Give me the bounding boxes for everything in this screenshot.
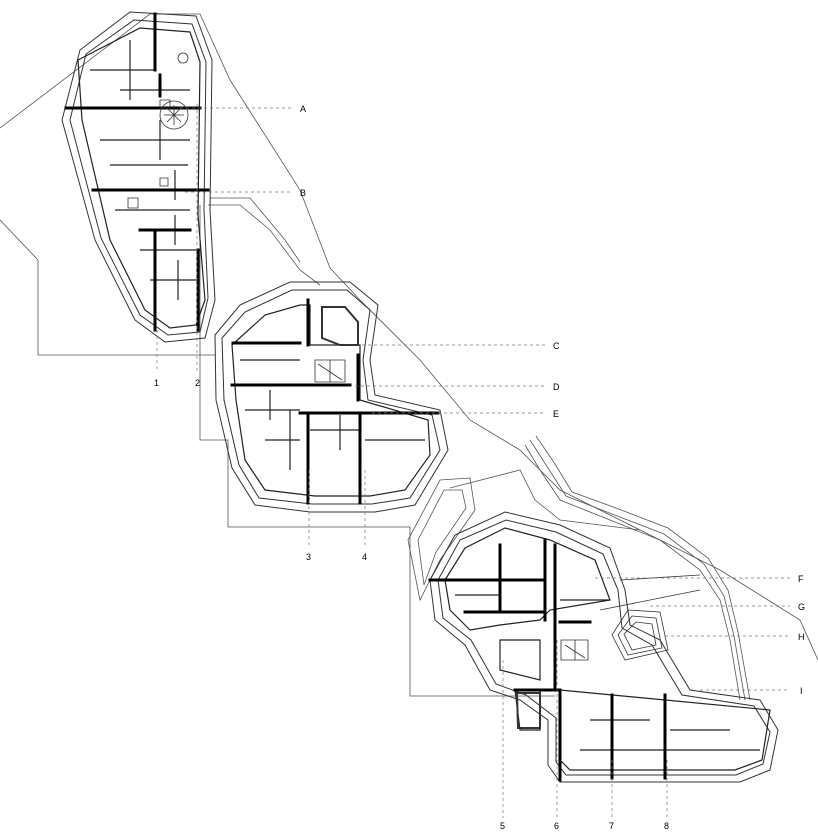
row-label-c: C [553, 341, 560, 351]
column-labels: 1 2 3 4 5 6 7 8 [154, 378, 669, 831]
column-label-1: 1 [154, 378, 159, 388]
row-label-b: B [300, 188, 306, 198]
row-labels: A B C D E F G H I [300, 104, 805, 696]
column-label-5: 5 [500, 821, 505, 831]
row-label-d: D [553, 382, 560, 392]
building-block-middle [214, 281, 449, 513]
row-reference-lines [180, 107, 790, 691]
row-label-h: H [798, 632, 805, 642]
column-label-6: 6 [554, 821, 559, 831]
row-label-g: G [798, 602, 805, 612]
row-label-f: F [798, 574, 804, 584]
column-label-8: 8 [664, 821, 669, 831]
row-label-a: A [300, 104, 306, 114]
row-label-e: E [553, 409, 559, 419]
column-label-2: 2 [195, 378, 200, 388]
column-reference-lines [156, 104, 668, 818]
column-label-3: 3 [306, 552, 311, 562]
building-block-south [428, 511, 779, 783]
row-label-i: I [800, 686, 803, 696]
building-block-north [61, 11, 216, 343]
column-label-7: 7 [609, 821, 614, 831]
column-label-4: 4 [362, 552, 367, 562]
site-lines [0, 13, 818, 701]
